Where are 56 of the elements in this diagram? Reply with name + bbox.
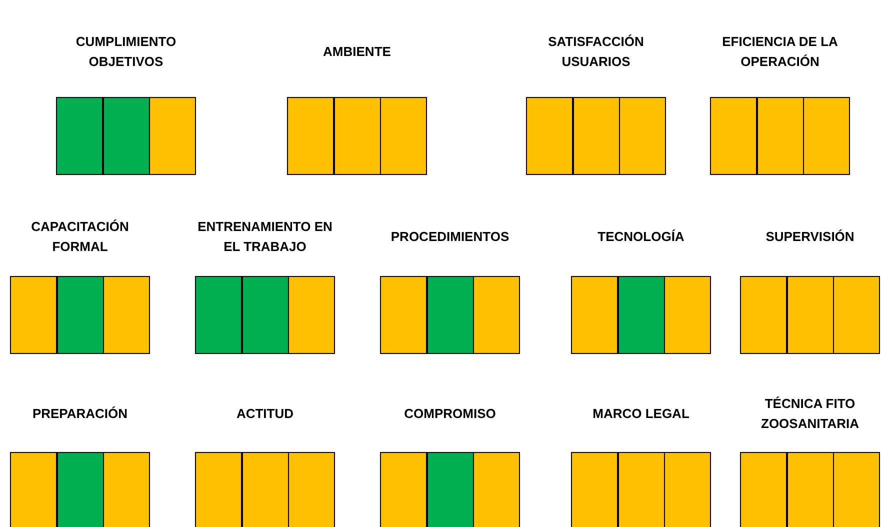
status-cell [149, 97, 196, 175]
status-cell [102, 97, 150, 175]
status-cell [195, 276, 242, 354]
status-cell [334, 97, 380, 175]
status-cell [756, 97, 804, 175]
status-cell [288, 452, 335, 527]
indicator-label: AMBIENTE [323, 43, 391, 61]
status-cell [426, 452, 474, 527]
status-cell [56, 452, 104, 527]
status-cell [380, 452, 427, 527]
status-cell [288, 276, 335, 354]
status-cell [664, 452, 711, 527]
status-cell [56, 97, 103, 175]
status-cell [618, 276, 664, 354]
indicator-label: PROCEDIMIENTOS [390, 228, 510, 246]
status-cell [10, 276, 57, 354]
status-cell [380, 276, 427, 354]
status-cell [740, 276, 787, 354]
status-cell [803, 97, 850, 175]
indicator-label: ENTRENAMIENTO EN EL TRABAJO [196, 218, 334, 256]
status-cell [287, 97, 334, 175]
status-cell [833, 452, 880, 527]
indicator-label: SUPERVISIÓN [766, 228, 854, 246]
indicator-label: CUMPLIMIENTO OBJETIVOS [74, 33, 178, 71]
indicator-label: ACTITUD [236, 405, 294, 423]
status-cell [786, 276, 834, 354]
status-cell [103, 276, 150, 354]
status-cell [833, 276, 880, 354]
status-cell [571, 452, 618, 527]
status-cell [618, 452, 664, 527]
indicator-label: TECNOLOGÍA [598, 228, 684, 246]
indicator-label: EFICIENCIA DE LA OPERACIÓN [721, 33, 839, 71]
status-cell [10, 452, 57, 527]
indicator-label: COMPROMISO [404, 405, 496, 423]
status-cell [195, 452, 242, 527]
indicator-label: CAPACITACIÓN FORMAL [30, 218, 130, 256]
status-cell [242, 452, 288, 527]
indicator-label: PREPARACIÓN [32, 405, 128, 423]
status-cell [664, 276, 711, 354]
status-cell [572, 97, 620, 175]
status-cell [571, 276, 618, 354]
indicator-label: MARCO LEGAL [592, 405, 690, 423]
status-cell [103, 452, 150, 527]
status-cell [473, 452, 520, 527]
status-cell [526, 97, 573, 175]
status-cell [619, 97, 666, 175]
status-cell [56, 276, 104, 354]
status-cell [242, 276, 288, 354]
status-cell [786, 452, 834, 527]
indicator-label: SATISFACCIÓN USUARIOS [547, 33, 645, 71]
status-cell [710, 97, 757, 175]
status-cell [380, 97, 427, 175]
status-cell [426, 276, 474, 354]
status-cell [740, 452, 787, 527]
status-cell [473, 276, 520, 354]
indicator-label: TÉCNICA FITO ZOOSANITARIA [760, 395, 860, 433]
